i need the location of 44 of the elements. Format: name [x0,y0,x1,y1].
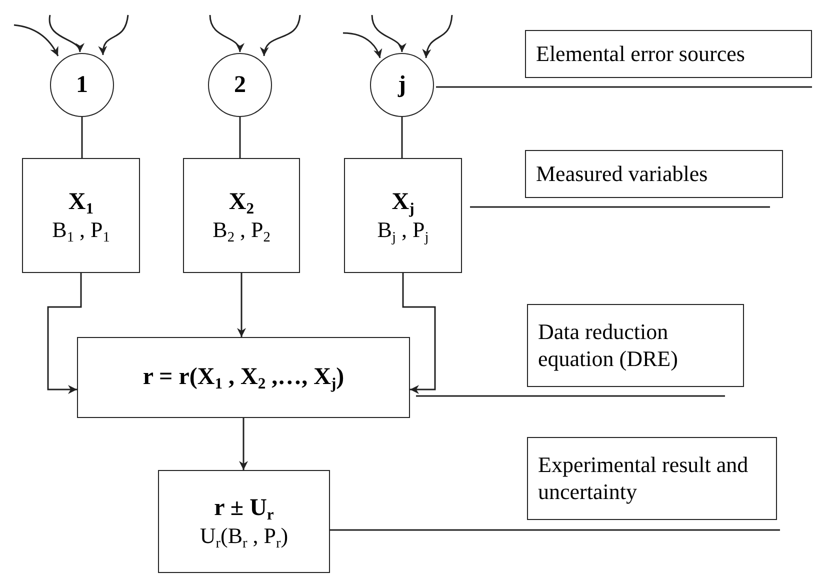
arrow [422,14,453,58]
arrow [209,14,244,52]
variable-label: r = r(X$_{1}$ , X$_{2}$ ,…, X$_{j}$) [142,363,344,392]
process-box [77,337,410,418]
uncertainty-label: B$_{2}$ , P$_{2}$ [212,216,270,244]
variable-label: X$_{2}$ [228,188,254,217]
arrow [239,418,248,470]
annotation-box [527,437,777,520]
uncertainty-label: B$_{j}$ , P$_{j}$ [377,216,429,244]
arrow [402,273,436,394]
variable-label: X$_{j}$ [392,188,414,217]
annotation-text: Elemental error sources [536,40,745,68]
uncertainty-label: B$_{1}$ , P$_{1}$ [52,216,110,244]
arrow [14,24,59,56]
annotation-text: Data reduction equation (DRE) [538,319,679,372]
annotation-text: Measured variables [536,160,708,188]
process-box [158,470,330,573]
annotation-box [527,304,744,387]
arrow [47,273,82,394]
arrow [98,14,129,56]
source-number: j [398,70,406,100]
uncertainty-label: U$_{r}$(B$_{r}$ , P$_{r}$) [200,522,288,550]
connector-line [239,117,241,158]
connector-line [401,117,403,158]
annotation-box [525,30,812,78]
arrow [260,14,301,56]
process-box [183,158,300,273]
connector-line [81,117,83,158]
annotation-box [525,150,783,198]
process-box [344,158,462,273]
leader-line [416,395,725,397]
source-number: 1 [76,70,88,100]
annotation-text: Experimental result and uncertainty [538,452,750,505]
variable-label: X$_{1}$ [68,188,94,217]
arrow [371,14,406,52]
variable-label: r ± U$_{r}$ [214,494,274,523]
arrow [342,32,382,58]
arrow [48,14,82,52]
source-number: 2 [234,70,246,100]
leader-line [470,206,770,208]
arrow [237,273,246,337]
leader-line [330,529,780,531]
leader-line [436,86,812,88]
process-box [22,158,140,273]
